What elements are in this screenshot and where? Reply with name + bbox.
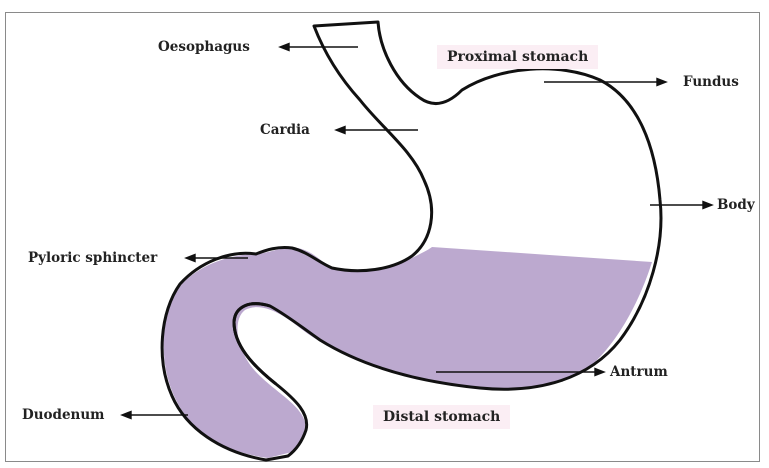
pyloric-sphincter-label: Pyloric sphincter — [28, 250, 157, 266]
body-label: Body — [717, 197, 755, 213]
cardia-label: Cardia — [260, 122, 310, 138]
duodenum-label: Duodenum — [22, 407, 104, 423]
antrum-label: Antrum — [610, 364, 668, 380]
distal-stomach-label: Distal stomach — [373, 405, 510, 429]
proximal-stomach-label: Proximal stomach — [437, 45, 598, 69]
oesophagus-label: Oesophagus — [158, 39, 250, 55]
fundus-label: Fundus — [683, 74, 739, 90]
